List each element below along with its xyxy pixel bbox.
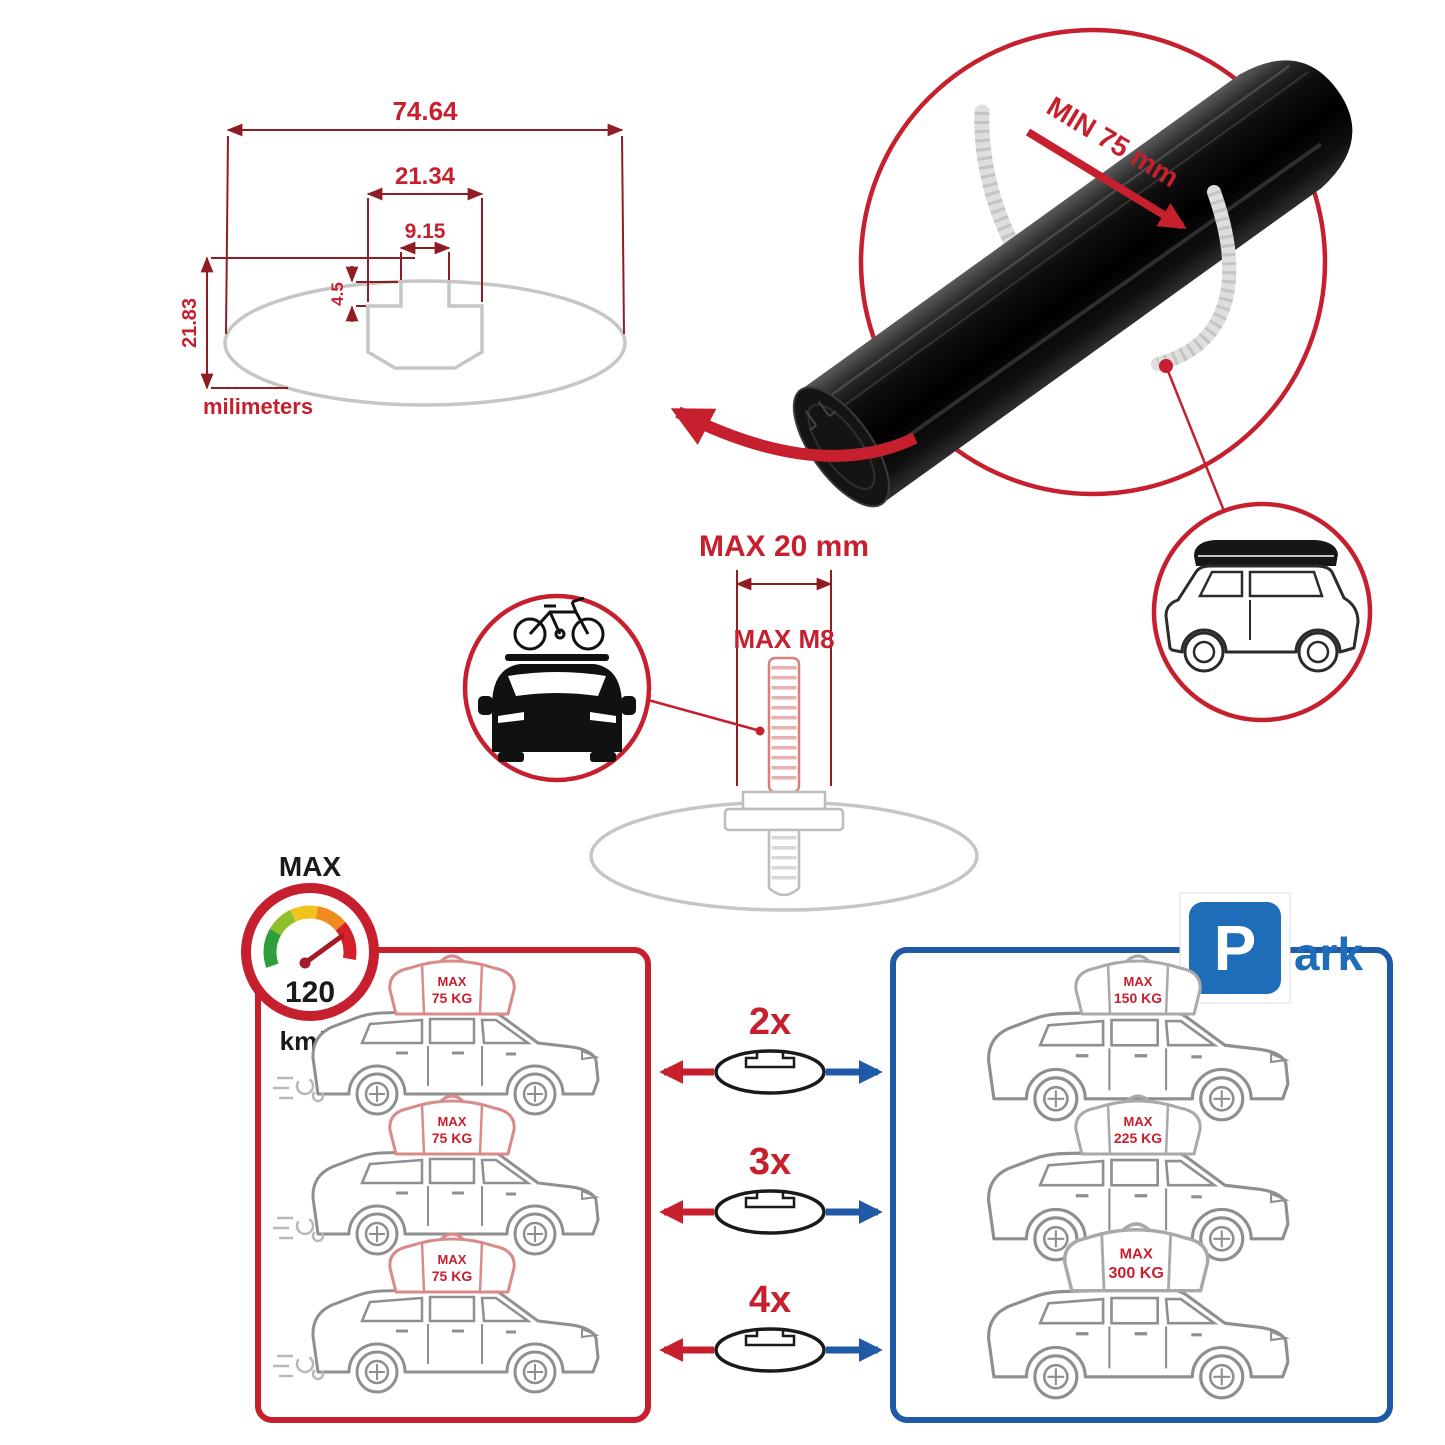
multiplier-label: 3x	[749, 1141, 791, 1183]
max-thread-label: MAX M8	[733, 624, 834, 654]
speed-limit-gauge: MAX 120 km/h	[241, 851, 379, 1056]
suv-side-icon	[1164, 564, 1360, 673]
max-width-label: MAX 20 mm	[699, 530, 869, 563]
bag-label-max: MAX	[1124, 974, 1153, 989]
bag-label-weight: 150 KG	[1114, 990, 1162, 1006]
cargo-bag-icon: MAX 75 KG	[388, 954, 516, 1016]
car-front-icon	[478, 664, 636, 762]
dim-total-height-label: 21.83	[179, 298, 201, 348]
cargo-bag-icon: MAX 225 KG	[1074, 1094, 1202, 1156]
multiplier-row-2: 3x	[659, 1141, 883, 1235]
crossbar-end-cap	[792, 386, 890, 508]
t-slot-profile	[366, 283, 484, 370]
parking-sign-p: P	[1214, 912, 1257, 984]
speed-max-label: MAX	[279, 851, 342, 882]
bag-label-max: MAX	[1120, 1246, 1153, 1263]
crossbar-profile-icon	[714, 1049, 826, 1095]
profile-dimension-diagram: 74.64 21.34 9.15 4.5 21.83 milimeters	[179, 96, 627, 419]
parking-sign-ark: ark	[1294, 928, 1363, 980]
min-clearance-arrow	[1025, 128, 1187, 230]
bag-label-weight: 300 KG	[1108, 1264, 1163, 1282]
bag-label-weight: 225 KG	[1114, 1130, 1162, 1146]
units-label: milimeters	[203, 394, 313, 419]
bag-label-max: MAX	[1124, 1114, 1153, 1129]
driving-row-2: MAX 75 KG	[271, 1094, 600, 1256]
bag-label-max: MAX	[438, 974, 467, 989]
dim-total-width-label: 74.64	[392, 96, 458, 126]
bag-label-weight: 75 KG	[432, 1268, 473, 1284]
bag-label-weight: 75 KG	[432, 990, 473, 1006]
dim-slot-width-label: 9.15	[405, 220, 446, 243]
roofbox-car-badge	[1151, 501, 1373, 723]
bolt-pointer-line	[647, 698, 758, 732]
parking-row-3: MAX 300 KG	[987, 1222, 1290, 1400]
crossbar-zoom: MIN 75 mm	[792, 27, 1353, 512]
bag-label-max: MAX	[438, 1114, 467, 1129]
bolt-pointer-dot	[755, 726, 765, 736]
parking-row-1: MAX 150 KG	[987, 954, 1290, 1122]
bag-label-weight: 75 KG	[432, 1130, 473, 1146]
crossbar-to-profile-arrow	[670, 406, 918, 462]
crossbar-profile-icon	[714, 1327, 826, 1373]
bicycle-icon	[513, 596, 605, 651]
bolt-icon	[723, 656, 845, 897]
multiplier-label: 2x	[749, 1001, 791, 1043]
u-bolt-front-icon	[1151, 185, 1237, 371]
cargo-bag-icon: MAX 150 KG	[1074, 954, 1202, 1016]
bolt-spec-diagram: MAX 20 mm MAX M8	[589, 530, 979, 912]
detail-pointer-line	[1164, 365, 1226, 512]
crossbar-profile-outline	[223, 279, 627, 407]
gauge-arcs	[263, 905, 357, 968]
roof-bar-icon	[505, 654, 609, 661]
cargo-bag-icon: MAX 75 KG	[388, 1232, 516, 1294]
crossbar-3d	[792, 60, 1353, 508]
dimension-lines	[200, 123, 625, 390]
speed-value: 120	[285, 976, 335, 1009]
driving-row-3: MAX 75 KG	[271, 1232, 600, 1394]
bike-car-badge	[462, 593, 652, 783]
dim-lip-height-label: 4.5	[328, 282, 347, 306]
multiplier-label: 4x	[749, 1279, 791, 1321]
gauge-needle	[302, 933, 345, 966]
dim-channel-width-label: 21.34	[395, 163, 456, 190]
cargo-bag-icon: MAX 75 KG	[388, 1094, 516, 1156]
cargo-bag-icon: MAX 300 KG	[1062, 1222, 1210, 1293]
crossbar-profile-icon	[714, 1189, 826, 1235]
bag-label-max: MAX	[438, 1252, 467, 1267]
u-bolt-back-icon	[974, 104, 1020, 252]
multiplier-row-3: 4x	[659, 1279, 883, 1373]
roof-box-icon	[1194, 540, 1338, 566]
driving-row-1: MAX 75 KG	[271, 954, 600, 1116]
multiplier-row-1: 2x	[659, 1001, 883, 1095]
parking-row-2: MAX 225 KG	[987, 1094, 1290, 1262]
